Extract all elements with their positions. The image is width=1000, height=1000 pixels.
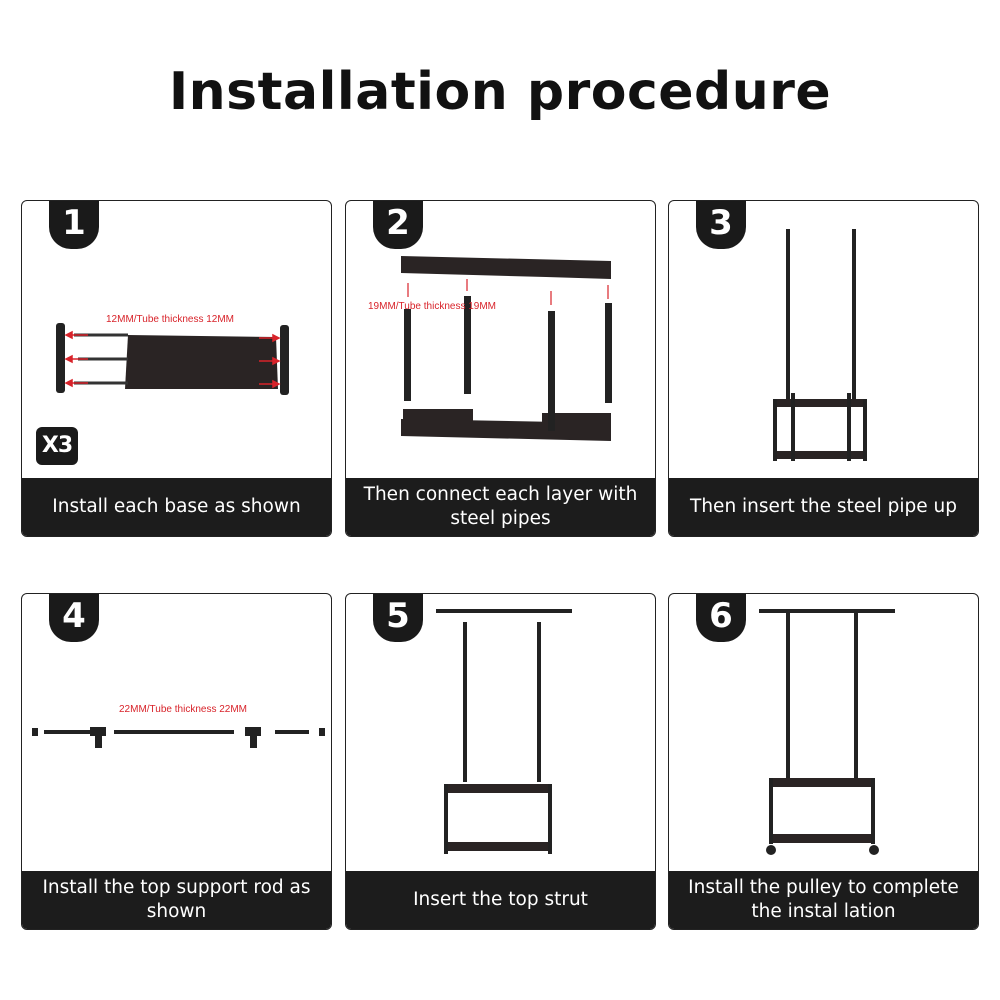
layer-connection-illustration: 19MM/Tube thickness 19MM [368,256,612,441]
tube-thickness-annotation: 19MM/Tube thickness 19MM [368,301,496,312]
step-1-panel: 12MM/Tube thickness 12MM 1 X3 Install ea… [21,200,332,537]
step-number-badge: 6 [696,594,746,642]
step-number-badge: 2 [373,201,423,249]
top-strut-illustration [436,609,572,854]
step-caption: Then connect each layer with steel pipes [346,478,655,536]
step-6-panel: 6 Install the pulley to complete the ins… [668,593,979,930]
tube-thickness-annotation: 12MM/Tube thickness 12MM [106,314,234,325]
step-number-badge: 5 [373,594,423,642]
top-rod-illustration: 22MM/Tube thickness 22MM [32,704,325,748]
step-caption: Insert the top strut [346,871,655,929]
step-caption: Install each base as shown [22,478,331,536]
step-2-panel: 19MM/Tube thickness 19MM 2 Then connect … [345,200,656,537]
base-assembly-illustration: 12MM/Tube thickness 12MM [56,314,289,395]
step-number-badge: 1 [49,201,99,249]
step-caption: Then insert the steel pipe up [669,478,978,536]
step-3-panel: 3 Then insert the steel pipe up [668,200,979,537]
quantity-badge: X3 [36,427,78,465]
step-number-badge: 4 [49,594,99,642]
insert-pipe-illustration [773,229,867,461]
step-4-panel: 22MM/Tube thickness 22MM 4 Install the t… [21,593,332,930]
step-caption: Install the top support rod as shown [22,871,331,929]
step-number-badge: 3 [696,201,746,249]
step-caption: Install the pulley to complete the insta… [669,871,978,929]
tube-thickness-annotation: 22MM/Tube thickness 22MM [119,704,247,715]
page-title: Installation procedure [168,62,832,122]
completed-rack-illustration [759,609,895,855]
step-5-panel: 5 Insert the top strut [345,593,656,930]
